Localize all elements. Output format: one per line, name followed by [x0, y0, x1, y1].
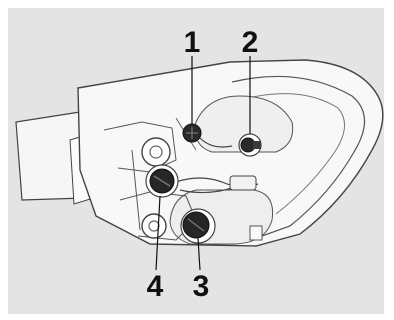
- callout-4: 4: [147, 270, 164, 303]
- bulb-socket-2: [239, 134, 261, 156]
- callout-2: 2: [242, 26, 259, 59]
- bulb-socket-3: [181, 209, 215, 243]
- bulb-socket-1: [183, 124, 201, 142]
- connector-plug: [230, 176, 256, 190]
- callout-3: 3: [193, 270, 210, 303]
- bulb-socket-4: [146, 165, 178, 197]
- callout-1: 1: [184, 26, 201, 59]
- ring-socket-upper: [142, 138, 170, 166]
- mount-tab: [250, 226, 262, 240]
- ring-socket-lower: [142, 214, 166, 238]
